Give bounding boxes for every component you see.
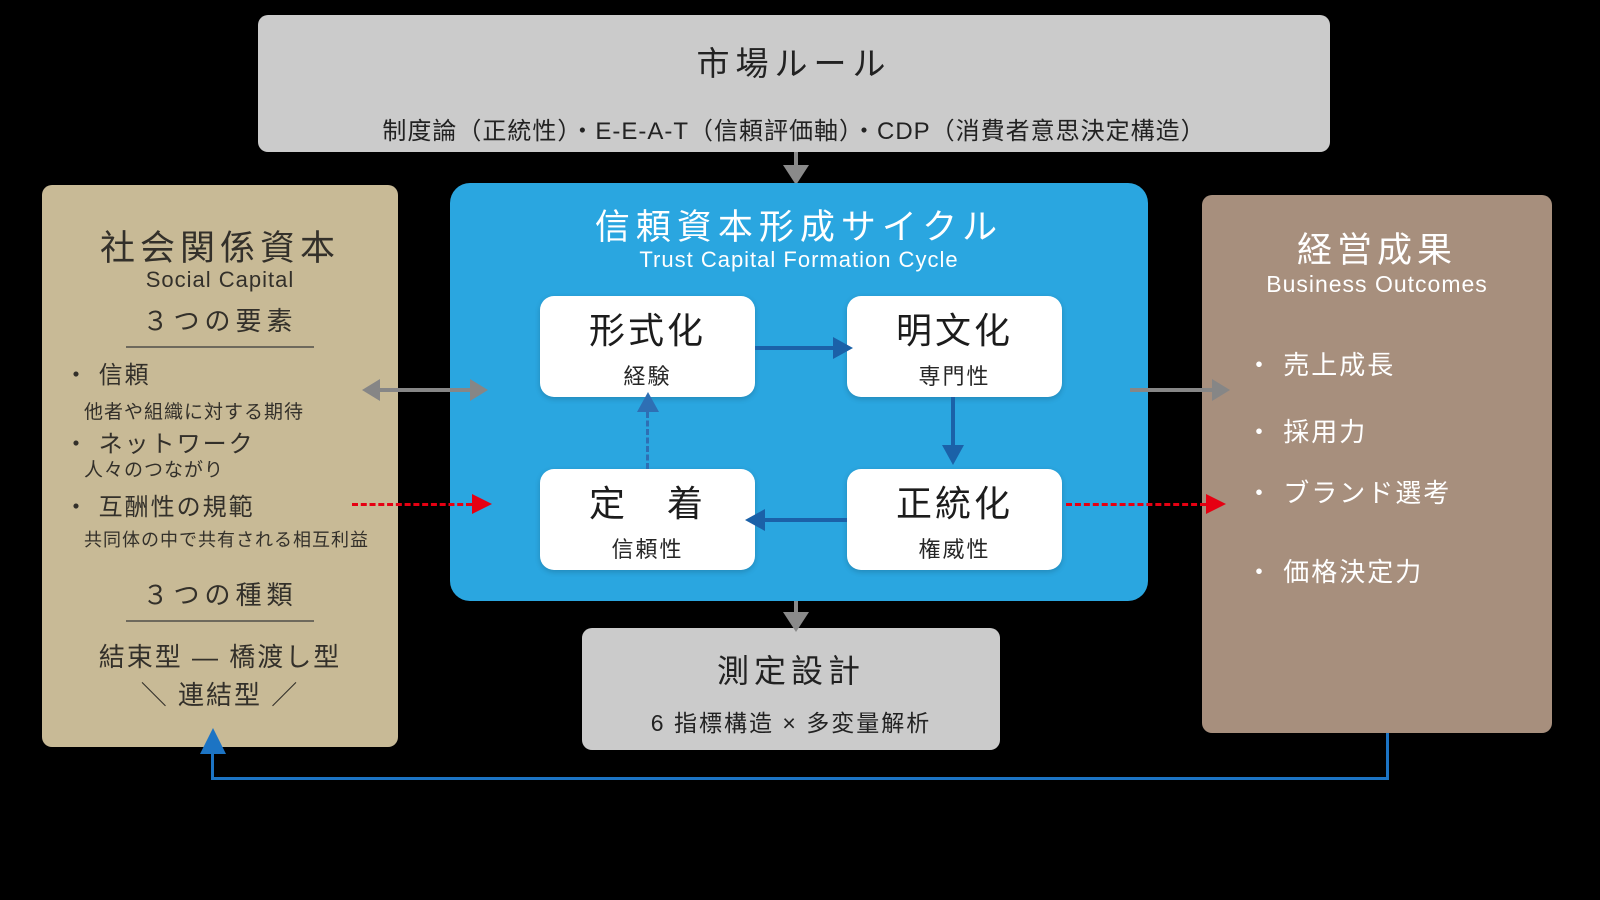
- arrow-codification-to-legitimation-head: [942, 445, 964, 465]
- business-outcomes-box: 経営成果 Business Outcomes ・ 売上成長 ・ 採用力 ・ ブラ…: [1202, 195, 1552, 733]
- arrow-social-cycle-right-head: [470, 379, 488, 401]
- elements-header: ３つの要素: [42, 301, 398, 348]
- feedback-loop-up-head: [200, 728, 226, 754]
- node-legitimation: 正統化 権威性: [847, 469, 1062, 570]
- measurement-title: 測定設計: [716, 653, 865, 689]
- feedback-loop-left-segment: [211, 754, 214, 780]
- element-desc-network: 人々のつながり: [84, 460, 225, 481]
- node-formalization-sub: 経験: [623, 364, 672, 389]
- types-header-label: ３つの種類: [126, 575, 314, 622]
- feedback-loop-bottom-segment: [211, 777, 1389, 780]
- node-legitimation-sub: 権威性: [918, 537, 991, 562]
- element-desc-trust: 他者や組織に対する期待: [84, 402, 305, 423]
- business-outcomes-subtitle: Business Outcomes: [1266, 271, 1488, 297]
- arrow-social-cycle-left-head: [362, 379, 380, 401]
- arrow-formalization-to-codification-line: [755, 346, 833, 350]
- arrow-market-to-cycle-line: [794, 152, 798, 168]
- element-item-reciprocity: ・ 互酬性の規範: [64, 494, 255, 521]
- measurement-box: 測定設計 6 指標構造 × 多変量解析: [582, 628, 1000, 750]
- node-formalization: 形式化 経験: [540, 296, 755, 397]
- business-outcomes-title: 経営成果: [1296, 231, 1457, 270]
- arrow-retention-to-formalization-dashed-line: [646, 412, 649, 469]
- node-codification-label: 明文化: [895, 310, 1013, 351]
- arrow-cycle-to-outcomes-red-head: [1206, 494, 1226, 514]
- arrow-social-to-cycle-red-head: [472, 494, 492, 514]
- feedback-loop-right-segment: [1386, 733, 1389, 780]
- arrow-formalization-to-codification-head: [833, 337, 853, 359]
- outcome-item-sales-growth: ・ 売上成長: [1246, 350, 1396, 380]
- arrow-cycle-to-measurement-head: [783, 612, 809, 632]
- node-codification-sub: 専門性: [918, 364, 991, 389]
- outcome-item-pricing-power: ・ 価格決定力: [1246, 557, 1424, 587]
- trust-cycle-box: 信頼資本形成サイクル Trust Capital Formation Cycle…: [450, 183, 1148, 601]
- arrow-legitimation-to-retention-head: [745, 509, 765, 531]
- measurement-subtitle: 6 指標構造 × 多変量解析: [650, 710, 932, 736]
- arrow-cycle-to-measurement-line: [794, 601, 798, 614]
- element-item-trust: ・ 信頼: [64, 362, 151, 389]
- arrow-retention-to-formalization-head: [637, 392, 659, 412]
- social-capital-subtitle: Social Capital: [145, 267, 295, 292]
- outcome-item-recruiting: ・ 採用力: [1246, 417, 1368, 447]
- market-rules-box: 市場ルール 制度論（正統性）・E-E-A-T（信頼評価軸）・CDP（消費者意思決…: [258, 15, 1330, 152]
- arrow-cycle-to-outcomes-head: [1212, 379, 1230, 401]
- node-retention: 定 着 信頼性: [540, 469, 755, 570]
- social-capital-title: 社会関係資本: [99, 229, 340, 268]
- types-header: ３つの種類: [42, 575, 398, 622]
- node-formalization-label: 形式化: [588, 310, 706, 351]
- node-retention-sub: 信頼性: [611, 537, 684, 562]
- outcome-item-brand-preference: ・ ブランド選考: [1246, 478, 1452, 508]
- social-capital-box: 社会関係資本 Social Capital ３つの要素 ・ 信頼 他者や組織に対…: [42, 185, 398, 747]
- element-desc-reciprocity: 共同体の中で共有される相互利益: [84, 530, 369, 550]
- arrow-codification-to-legitimation-line: [951, 397, 955, 447]
- node-legitimation-label: 正統化: [895, 483, 1013, 524]
- node-retention-label: 定 着: [588, 483, 706, 524]
- arrow-social-to-cycle-red-line: [352, 503, 472, 506]
- node-codification: 明文化 専門性: [847, 296, 1062, 397]
- types-line-bonding-bridging: 結束型 — 橋渡し型: [98, 642, 342, 672]
- arrow-social-cycle-line: [378, 388, 472, 392]
- market-rules-subtitle: 制度論（正統性）・E-E-A-T（信頼評価軸）・CDP（消費者意思決定構造）: [382, 118, 1206, 145]
- trust-cycle-title: 信頼資本形成サイクル: [594, 208, 1004, 247]
- arrow-legitimation-to-retention-line: [765, 518, 847, 522]
- market-rules-title: 市場ルール: [696, 45, 892, 82]
- trust-cycle-subtitle: Trust Capital Formation Cycle: [639, 247, 959, 272]
- element-item-network: ・ ネットワーク: [64, 431, 255, 458]
- elements-header-label: ３つの要素: [126, 301, 314, 348]
- arrow-cycle-to-outcomes-red-line: [1066, 503, 1206, 506]
- arrow-market-to-cycle-head: [783, 165, 809, 185]
- arrow-cycle-to-outcomes-line: [1130, 388, 1212, 392]
- types-line-linking: ＼ 連結型 ／: [140, 680, 300, 710]
